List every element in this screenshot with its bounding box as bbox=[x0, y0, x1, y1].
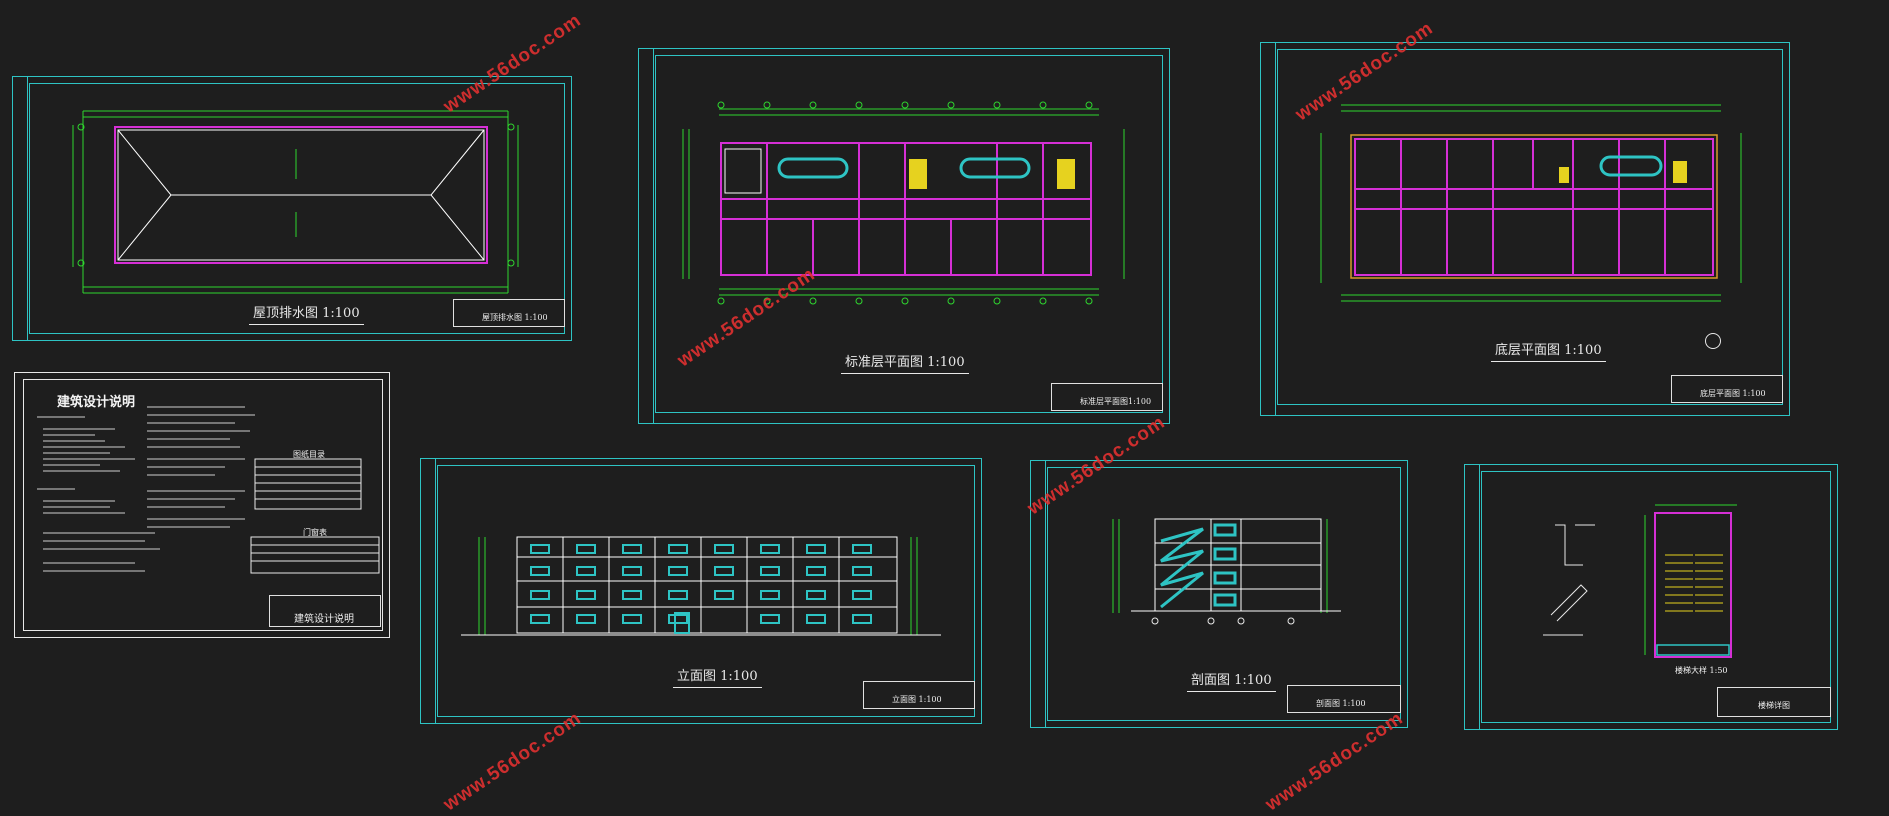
sheet-binding-strip bbox=[1261, 43, 1276, 415]
elevation-drawing bbox=[461, 536, 941, 636]
door-window-table-title: 门窗表 bbox=[303, 528, 327, 537]
section-drawing bbox=[1112, 518, 1341, 625]
standard-floor-title-block-text: 标准层平面图1:100 bbox=[1080, 397, 1152, 406]
sheet-inner-frame bbox=[1481, 471, 1831, 723]
sheet-inner-frame bbox=[655, 55, 1163, 413]
standard-floor-sheet[interactable]: 标准层平面图 1:100 标准层平面图1:100 bbox=[638, 48, 1170, 424]
elevation-caption: 立面图 1:100 bbox=[673, 665, 762, 688]
design-notes-sheet[interactable]: 建筑设计说明 图纸目录 门窗表 建筑设计说明 bbox=[14, 372, 390, 638]
ground-floor-plan-drawing bbox=[1320, 104, 1742, 302]
north-arrow-icon bbox=[1705, 333, 1721, 349]
section-sheet[interactable]: 剖面图 1:100 剖面图 1:100 bbox=[1030, 460, 1408, 728]
notes-title: 建筑设计说明 bbox=[57, 395, 136, 410]
stair-detail-sheet[interactable]: 楼梯大样 1:50 楼梯详图 bbox=[1464, 464, 1838, 730]
section-title-block-text: 剖面图 1:100 bbox=[1316, 699, 1366, 708]
roof-drainage-sheet[interactable]: 屋顶排水图 1:100 屋顶排水图 1:100 bbox=[12, 76, 572, 341]
section-caption: 剖面图 1:100 bbox=[1187, 669, 1276, 692]
sheet-inner-frame bbox=[23, 379, 383, 631]
stair-title-block: 楼梯详图 bbox=[1717, 687, 1831, 717]
standard-floor-caption: 标准层平面图 1:100 bbox=[841, 351, 969, 374]
ground-floor-sheet[interactable]: 底层平面图 1:100 底层平面图 1:100 bbox=[1260, 42, 1790, 416]
ground-floor-title-block-text: 底层平面图 1:100 bbox=[1700, 389, 1766, 398]
sheet-binding-strip bbox=[13, 77, 28, 340]
sheet-binding-strip bbox=[1031, 461, 1046, 727]
sheet-binding-strip bbox=[1465, 465, 1480, 729]
drawing-list-title: 图纸目录 bbox=[293, 450, 325, 459]
roof-title-block-text: 屋顶排水图 1:100 bbox=[482, 313, 548, 322]
section-title-block: 剖面图 1:100 bbox=[1287, 685, 1401, 713]
elevation-title-block: 立面图 1:100 bbox=[863, 681, 975, 709]
ground-floor-title-block: 底层平面图 1:100 bbox=[1671, 375, 1783, 403]
sheet-inner-frame bbox=[437, 465, 975, 717]
stair-detail-label: 楼梯大样 1:50 bbox=[1675, 666, 1728, 675]
sheet-binding-strip bbox=[639, 49, 654, 423]
roof-plan-drawing bbox=[72, 110, 519, 294]
elevation-title-block-text: 立面图 1:100 bbox=[892, 695, 942, 704]
ground-floor-caption: 底层平面图 1:100 bbox=[1491, 339, 1606, 362]
notes-title-block-text: 建筑设计说明 bbox=[294, 614, 354, 625]
standard-floor-plan-drawing bbox=[682, 101, 1125, 305]
stair-detail-drawing bbox=[1543, 504, 1737, 658]
sheet-binding-strip bbox=[421, 459, 436, 723]
roof-title-block: 屋顶排水图 1:100 bbox=[453, 299, 565, 327]
roof-caption: 屋顶排水图 1:100 bbox=[249, 302, 364, 325]
standard-floor-title-block: 标准层平面图1:100 bbox=[1051, 383, 1163, 411]
elevation-sheet[interactable]: 立面图 1:100 立面图 1:100 bbox=[420, 458, 982, 724]
sheet-inner-frame bbox=[1047, 467, 1401, 721]
notes-title-block: 建筑设计说明 bbox=[269, 595, 381, 627]
sheet-inner-frame bbox=[29, 83, 565, 334]
notes-text-lines bbox=[37, 406, 380, 574]
stair-title-block-text: 楼梯详图 bbox=[1758, 701, 1790, 710]
sheet-inner-frame bbox=[1277, 49, 1783, 405]
